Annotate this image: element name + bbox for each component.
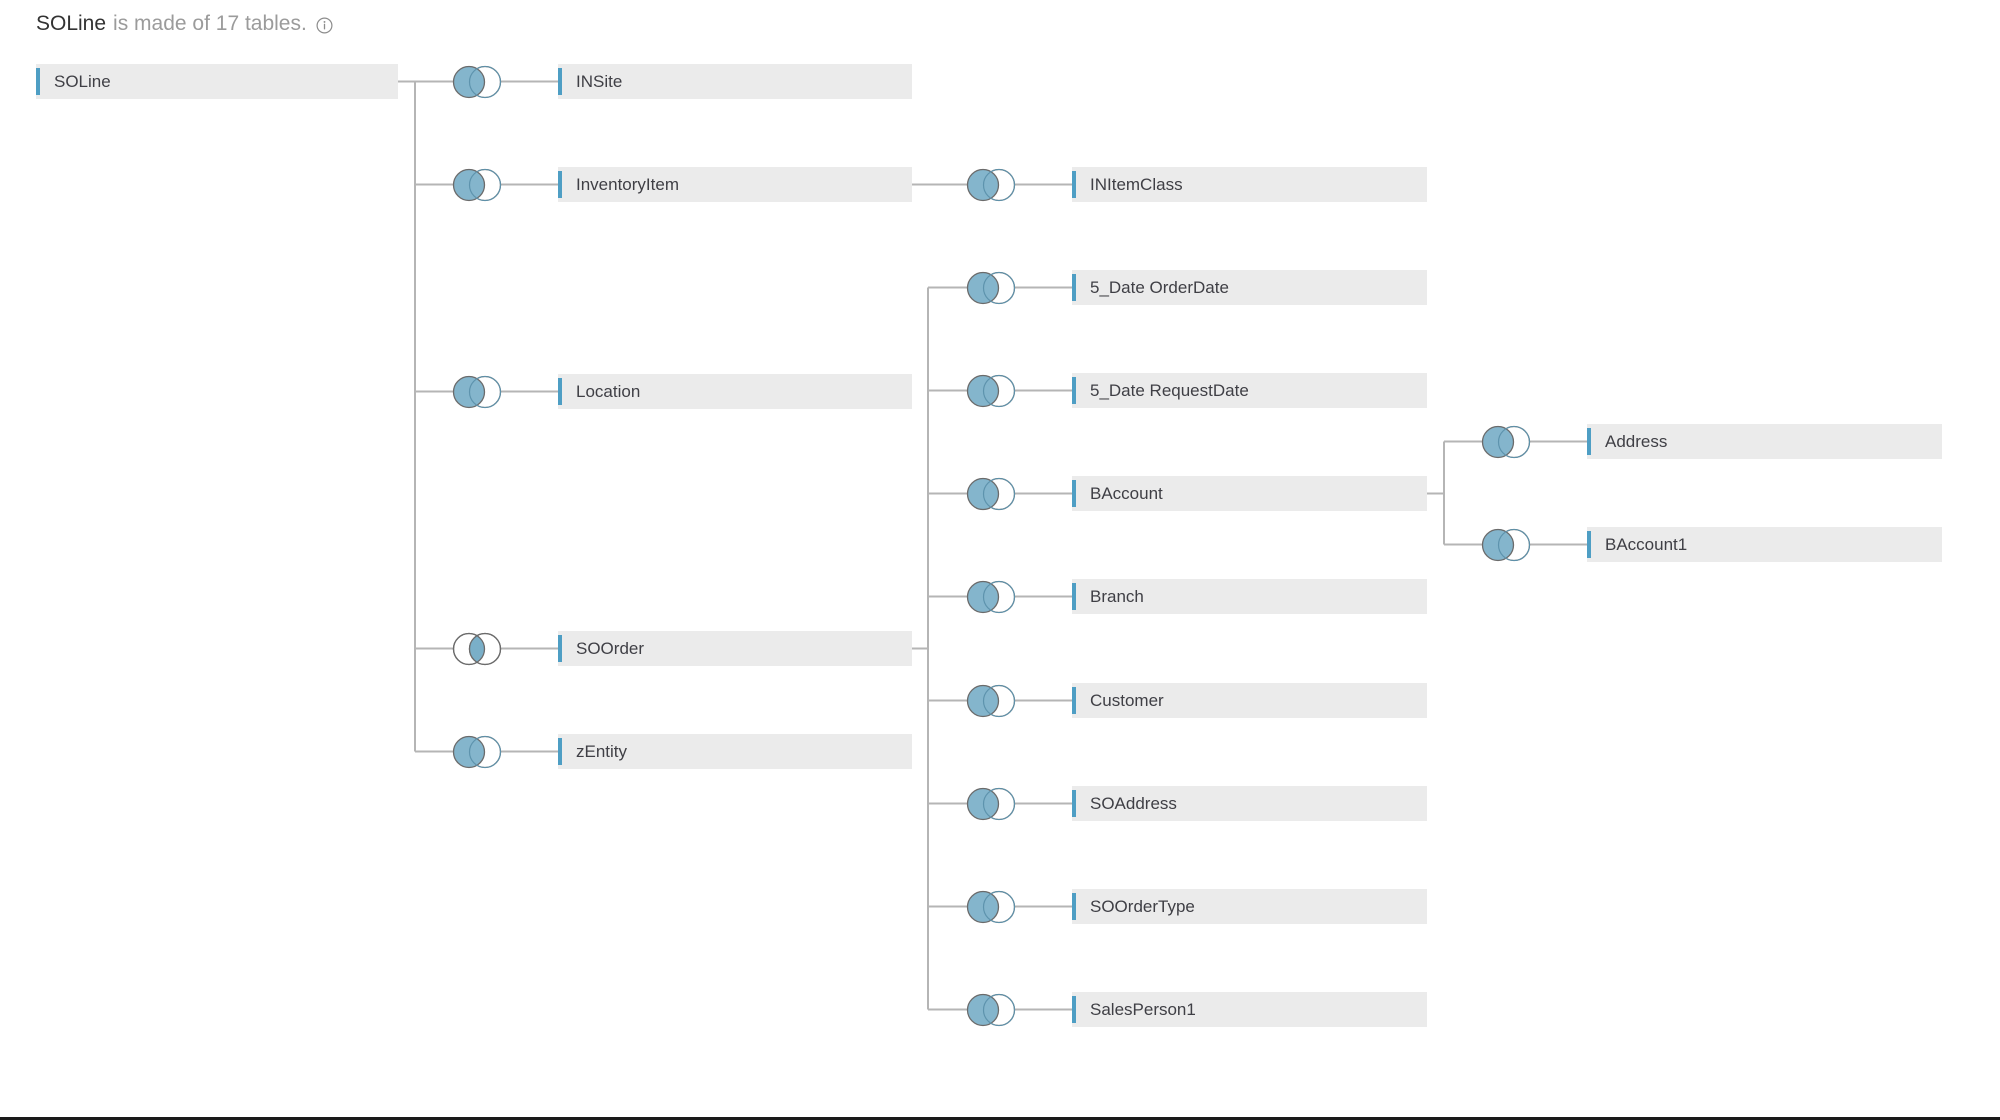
table-accent-bar [558,378,562,405]
table-node-salesperson1[interactable]: SalesPerson1 [1072,992,1427,1027]
join-icon-left-join-initemclass[interactable] [962,165,1020,205]
table-accent-bar [1072,583,1076,610]
info-circle-icon[interactable] [316,16,333,34]
table-node-location[interactable]: Location [558,374,912,409]
table-node-label: BAccount1 [1605,534,1688,554]
join-icon-left-join-zentity[interactable] [448,732,506,772]
join-icon-left-join-insite[interactable] [448,62,506,102]
join-icon-left-join-location[interactable] [448,372,506,412]
table-node-customer[interactable]: Customer [1072,683,1427,718]
header-root-table: SOLine [36,12,107,35]
header-description: is made of 17 tables. [113,12,307,35]
table-accent-bar [558,738,562,765]
join-icon-left-join-date-orderdate[interactable] [962,268,1020,308]
join-icon-left-join-date-requestdate[interactable] [962,371,1020,411]
table-node-date-orderdate[interactable]: 5_Date OrderDate [1072,270,1427,305]
join-icon-left-join-address[interactable] [1477,422,1535,462]
table-node-label: InventoryItem [576,174,679,194]
join-icon-left-join-baccount[interactable] [962,474,1020,514]
table-node-label: SalesPerson1 [1090,999,1196,1019]
table-node-insite[interactable]: INSite [558,64,912,99]
table-node-soordertype[interactable]: SOOrderType [1072,889,1427,924]
table-accent-bar [1072,687,1076,714]
join-icon-left-join-salesperson1[interactable] [962,990,1020,1030]
table-node-label: Location [576,381,641,401]
join-icon-inner-join-soorder[interactable] [448,629,506,669]
table-node-label: BAccount [1090,483,1163,503]
table-accent-bar [1587,428,1591,455]
table-accent-bar [1072,996,1076,1023]
table-node-label: INItemClass [1090,174,1183,194]
table-accent-bar [1072,790,1076,817]
table-node-label: INSite [576,71,623,91]
table-accent-bar [1072,171,1076,198]
table-accent-bar [1072,480,1076,507]
join-icon-left-join-inventoryitem[interactable] [448,165,506,205]
table-node-label: SOOrderType [1090,896,1195,916]
table-accent-bar [558,635,562,662]
table-accent-bar [1072,893,1076,920]
join-icon-left-join-soaddress[interactable] [962,784,1020,824]
table-node-inventoryitem[interactable]: InventoryItem [558,167,912,202]
table-node-branch[interactable]: Branch [1072,579,1427,614]
table-node-label: 5_Date OrderDate [1090,277,1229,297]
join-icon-left-join-baccount1[interactable] [1477,525,1535,565]
table-node-baccount1[interactable]: BAccount1 [1587,527,1942,562]
table-node-date-requestdate[interactable]: 5_Date RequestDate [1072,373,1427,408]
table-node-label: SOLine [54,71,111,91]
table-node-label: Branch [1090,586,1144,606]
table-node-label: Customer [1090,690,1164,710]
table-accent-bar [36,68,40,95]
join-icon-left-join-soordertype[interactable] [962,887,1020,927]
table-accent-bar [1587,531,1591,558]
table-node-soaddress[interactable]: SOAddress [1072,786,1427,821]
table-node-soline[interactable]: SOLine [36,64,398,99]
join-icon-left-join-branch[interactable] [962,577,1020,617]
table-accent-bar [1072,377,1076,404]
table-node-soorder[interactable]: SOOrder [558,631,912,666]
table-node-initemclass[interactable]: INItemClass [1072,167,1427,202]
table-node-zentity[interactable]: zEntity [558,734,912,769]
table-node-label: SOOrder [576,638,645,658]
table-node-label: 5_Date RequestDate [1090,380,1249,400]
diagram-header: SOLine is made of 17 tables. [36,10,333,38]
table-accent-bar [558,171,562,198]
table-node-address[interactable]: Address [1587,424,1942,459]
table-accent-bar [1072,274,1076,301]
join-icon-left-join-customer[interactable] [962,681,1020,721]
table-node-baccount[interactable]: BAccount [1072,476,1427,511]
table-node-label: SOAddress [1090,793,1177,813]
table-accent-bar [558,68,562,95]
table-node-label: zEntity [576,741,628,761]
table-node-label: Address [1605,431,1668,451]
